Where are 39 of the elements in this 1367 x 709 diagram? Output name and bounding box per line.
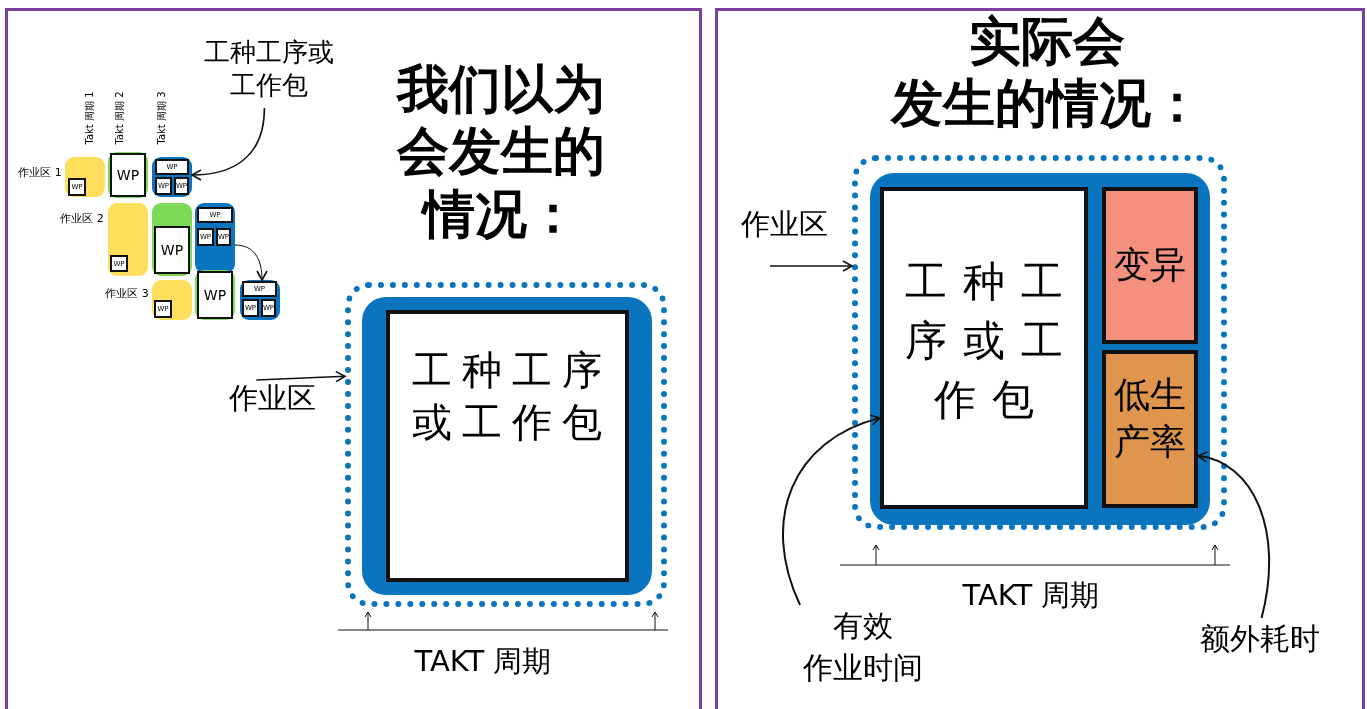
- zone-cell: [195, 203, 235, 273]
- zone-cell: [240, 280, 280, 320]
- zone-label: 作业区: [216, 380, 328, 428]
- work-package-box: 工种工序或工作包: [386, 310, 629, 582]
- zone-cell: [65, 157, 105, 197]
- work-package-box: 工种工序或工作包: [880, 187, 1088, 509]
- column-label: Takt 周期 1: [84, 90, 96, 147]
- low-productivity-box: 低生产率: [1102, 350, 1198, 508]
- annotation-text: 有效作业时间: [788, 605, 938, 697]
- work-package-box: WP: [110, 153, 146, 197]
- panel-title: 实际会发生的情况：: [889, 10, 1204, 135]
- zone-frame: [362, 297, 652, 595]
- row-label: 作业区 3: [104, 286, 150, 300]
- column-label: Takt 周期 3: [156, 90, 168, 147]
- arrow: [255, 370, 346, 383]
- dotted-outline: [345, 282, 667, 607]
- callout-text: 工种工序或工作包: [193, 36, 345, 108]
- row-label: 作业区 1: [17, 165, 63, 179]
- column-label: Takt 周期 2: [114, 90, 126, 147]
- annotation-text: 额外耗时: [1182, 618, 1338, 662]
- arrow: [234, 244, 268, 281]
- row-label: 作业区 2: [59, 211, 105, 225]
- panel: [5, 8, 702, 709]
- variation-box: 变异: [1102, 187, 1198, 344]
- arrow: [782, 415, 881, 606]
- arrow: [1197, 452, 1271, 619]
- work-package-box: WP: [197, 271, 233, 319]
- panel: [715, 8, 1365, 709]
- arrow: [191, 107, 266, 181]
- zone-label: 作业区: [728, 206, 840, 266]
- arrow: [769, 260, 853, 272]
- work-package-box: WP: [154, 226, 190, 274]
- panel-title: 我们以为会发生的情况：: [395, 58, 606, 246]
- zone-cell: [152, 280, 192, 320]
- zone-cell: [152, 157, 192, 197]
- dimension-label: TAKT 周期: [413, 643, 553, 680]
- dimension-label: TAKT 周期: [961, 577, 1101, 614]
- zone-cell: [152, 203, 192, 276]
- zone-cell: [108, 203, 148, 276]
